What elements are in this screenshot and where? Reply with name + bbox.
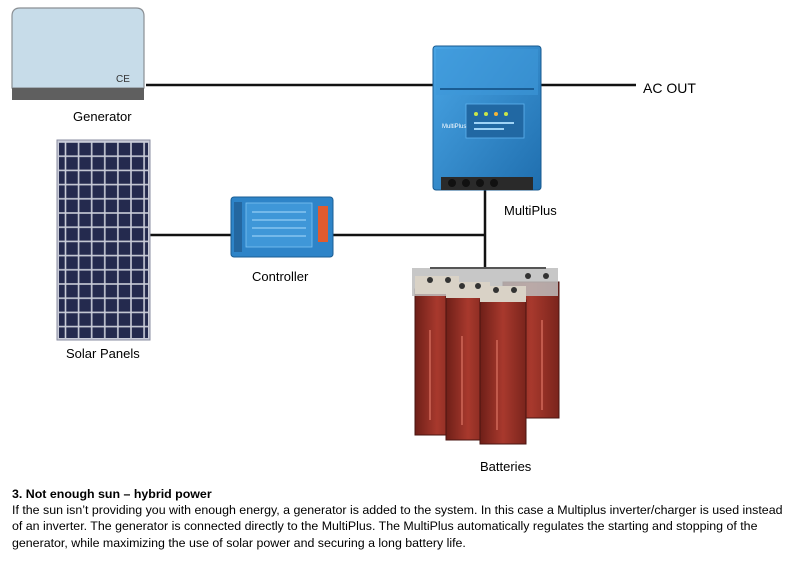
solar-panels-label: Solar Panels: [66, 346, 140, 361]
multiplus-unit: MultiPlus: [432, 45, 542, 191]
controller-label: Controller: [252, 269, 309, 284]
battery-bank: [412, 267, 560, 445]
wiring: [146, 83, 636, 268]
multiplus-label: MultiPlus: [504, 203, 557, 218]
caption: 3. Not enough sun – hybrid power If the …: [12, 486, 792, 551]
generator-label: Generator: [73, 109, 132, 124]
charge-controller: [230, 196, 334, 258]
solar-panels: [56, 139, 151, 341]
ac-out-label: AC OUT: [643, 80, 696, 96]
generator: CE: [11, 7, 145, 100]
system-diagram: CE MultiPlus: [11, 7, 636, 445]
caption-text: If the sun isn’t providing you with enou…: [12, 503, 783, 550]
ce-mark: CE: [116, 74, 130, 85]
multiplus-brand-text: MultiPlus: [442, 124, 466, 130]
batteries-label: Batteries: [480, 459, 532, 474]
caption-title: 3. Not enough sun – hybrid power: [12, 487, 212, 501]
